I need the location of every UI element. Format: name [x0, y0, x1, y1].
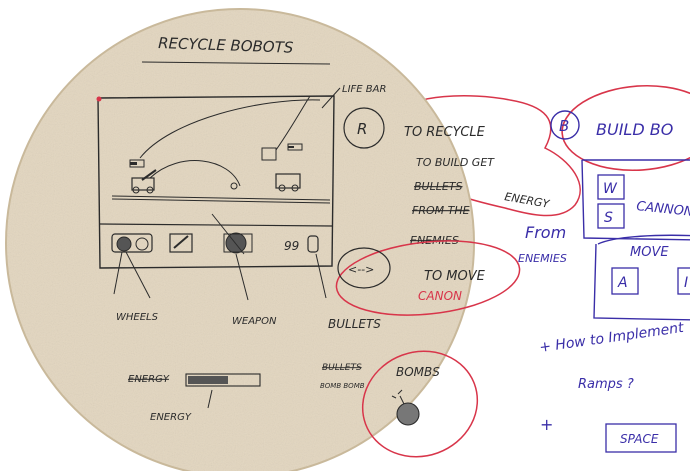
red-oval-build: [561, 84, 690, 172]
b-key-circle: B: [550, 110, 580, 140]
hud-bullet-icon: [307, 235, 319, 253]
hud-wheels-icon: [111, 233, 153, 253]
to-move-text: TO MOVE: [424, 269, 486, 284]
build-bo-text: BUILD BO: [596, 120, 673, 139]
to-recycle-text: TO RECYCLE: [404, 125, 486, 140]
arrows-key-label: <-->: [348, 263, 374, 276]
hud-ammo-count: 99: [284, 239, 299, 253]
life-bar-label: LIFE BAR: [342, 84, 386, 95]
key-d-box: [677, 267, 690, 295]
red-oval-move: [335, 240, 521, 316]
napkin: RECYCLE BOBOTS: [5, 8, 551, 471]
enemy-robot: [261, 143, 303, 192]
from-the-struck-text: FROM THE: [412, 204, 470, 217]
label-bullets: BULLETS: [328, 317, 381, 331]
key-a-label: A: [617, 275, 628, 291]
energy-arrow: [207, 389, 213, 409]
energy-bottom-label: ENERGY: [150, 412, 192, 423]
ramps-text: Ramps ?: [578, 377, 634, 392]
energy-bar-fill: [188, 376, 228, 384]
enemies-text: ENEMIES: [518, 252, 567, 265]
hud-divider: [99, 223, 333, 227]
space-key-label: SPACE: [620, 432, 659, 446]
canon-text: CANON: [418, 289, 462, 303]
key-b-label: B: [559, 117, 569, 135]
key-r-label: R: [357, 120, 367, 138]
bomb-icons-row: BOMB BOMB: [320, 382, 365, 390]
ground-line: [111, 195, 331, 204]
label-weapon: WEAPON: [232, 316, 277, 327]
bombs-label: BOMBS: [396, 365, 440, 379]
from-text: From: [525, 223, 566, 242]
plus-text: +: [540, 415, 553, 434]
key-s-label: S: [604, 210, 613, 226]
arrow-to-wheels: [113, 251, 123, 295]
key-a-box: [611, 267, 639, 295]
red-oval-bombs: [361, 350, 479, 458]
bullets-struck-bottom: BULLETS: [322, 363, 362, 373]
arrow-to-bullets: [315, 253, 327, 299]
energy-bar: [185, 373, 261, 387]
game-screen-frame: [97, 95, 335, 269]
arrows-key-circle: [337, 247, 391, 289]
enemies-struck-text: ENEMIES: [410, 234, 459, 247]
napkin-title: RECYCLE BOBOTS: [158, 34, 294, 57]
weapons-box: [581, 159, 690, 241]
key-w-label: W: [603, 181, 618, 197]
key-d-label: I: [684, 275, 688, 291]
title-underline: [141, 61, 331, 65]
arrow-to-weapon: [235, 253, 249, 301]
trajectory-arrow-3: [275, 95, 311, 151]
r-key-circle: [343, 107, 385, 149]
space-key-box: [605, 423, 677, 453]
key-w-box: [597, 174, 625, 200]
to-build-get-text: TO BUILD GET: [416, 156, 495, 169]
player-robot: [129, 159, 157, 194]
bullet-dot: [230, 182, 238, 190]
bullets-struck-text: BULLETS: [414, 180, 463, 193]
screen-corner-dot: [96, 96, 102, 102]
cannon-text: CANNON: [636, 199, 690, 220]
key-s-box: [597, 203, 625, 229]
life-bar-arrow: [321, 87, 341, 109]
trajectory-arrow-2: [149, 160, 241, 187]
arrow-to-weapon-2: [211, 213, 245, 255]
trajectory-arrow: [139, 99, 321, 159]
move-box: [593, 234, 690, 321]
bomb-icon: [391, 389, 420, 426]
arrow-to-wheels-2: [125, 251, 151, 299]
energy-struck-text: ENERGY: [128, 374, 170, 385]
move-text: MOVE: [630, 245, 669, 260]
label-wheels: WHEELS: [116, 312, 159, 323]
